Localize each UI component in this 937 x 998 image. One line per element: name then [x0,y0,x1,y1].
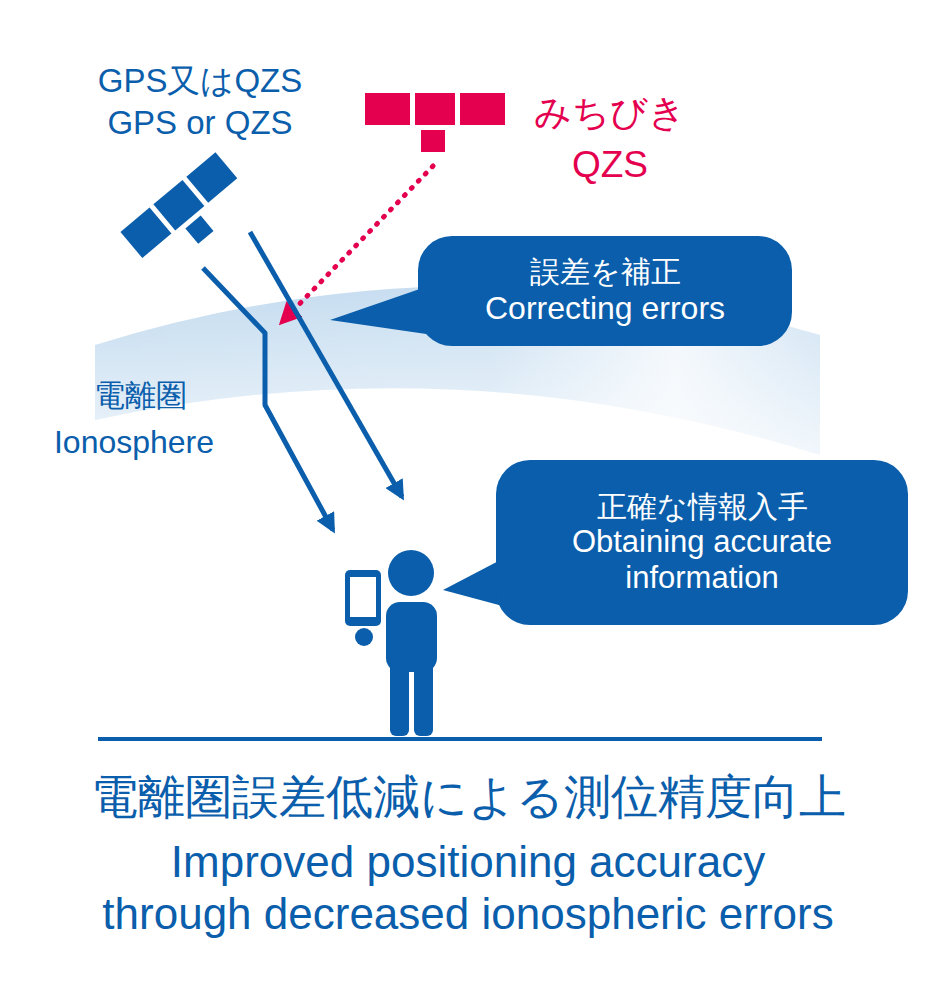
person-figure [345,550,437,736]
ground-line [98,737,822,741]
diagram-caption: Improved positioning accuracy through de… [98,836,838,940]
callout-text: Obtaining accurate information [514,524,890,595]
satellite-signal [250,232,402,497]
ionosphere-label: 電離圏 [60,378,220,414]
callout-bubble: 正確な情報入手Obtaining accurate information [496,460,908,625]
diagram-title: 電離圏誤差低減による測位精度向上 [0,770,937,824]
qzs-label: みちびき [515,92,705,135]
ionosphere-label: Ionosphere [10,424,258,461]
gps-satellite [120,152,253,277]
callout-text: 誤差を補正 [530,255,681,290]
callout-text: Correcting errors [485,290,725,327]
qzs-label: QZS [515,144,705,187]
callout-text: 正確な情報入手 [597,490,808,525]
callout-bubble: 誤差を補正Correcting errors [418,236,792,346]
satellite-label: GPS又はQZS [45,62,355,100]
satellite-signal [203,268,333,530]
satellite-label: GPS or QZS [45,104,355,142]
qzs-satellite [365,93,505,152]
